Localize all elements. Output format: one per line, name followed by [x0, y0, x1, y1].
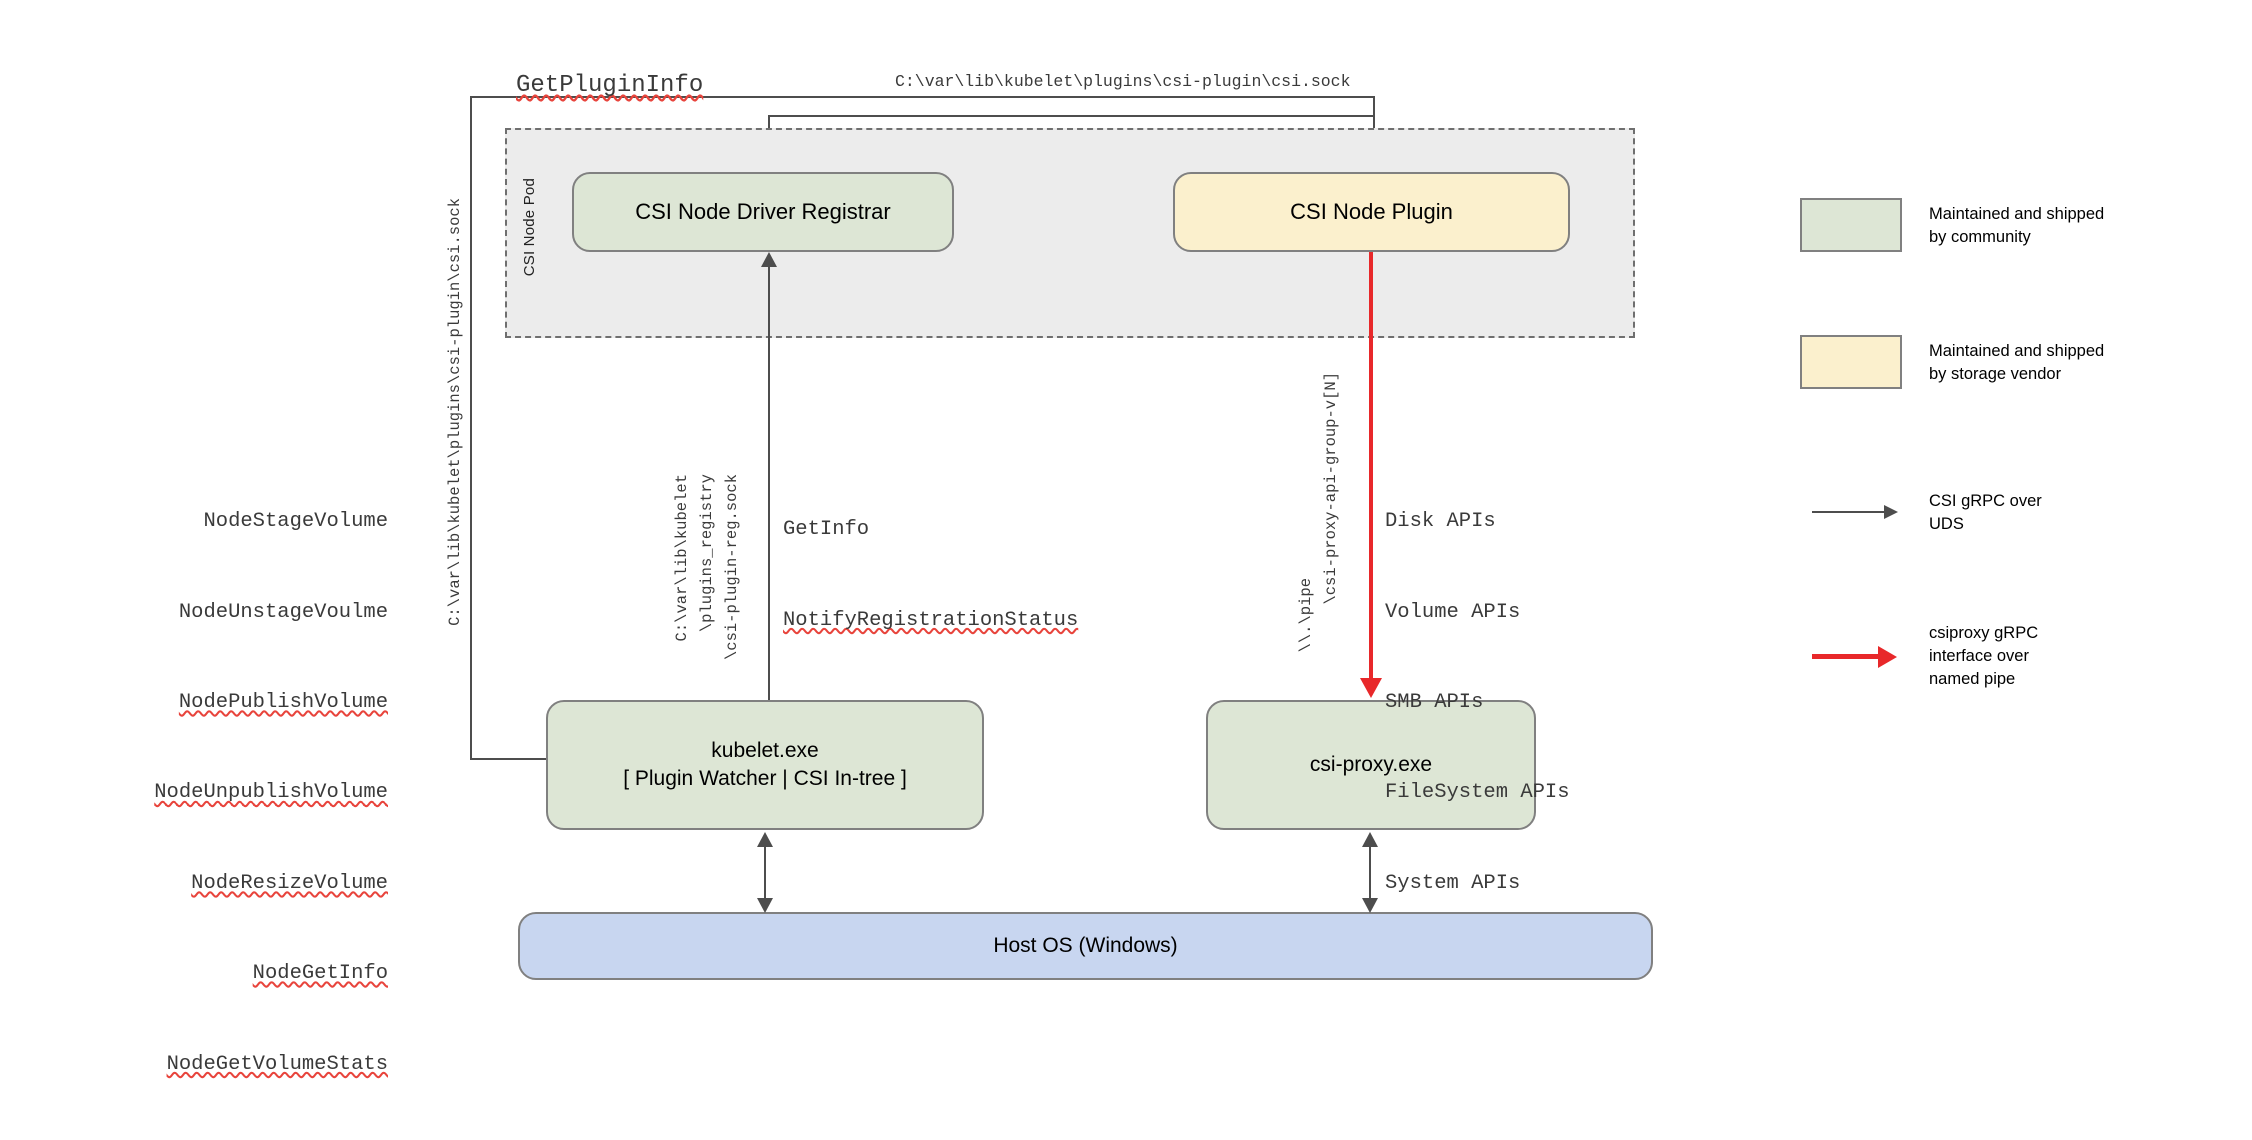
kubelet-exe-box[interactable]: kubelet.exe [ Plugin Watcher | CSI In-tr… — [546, 700, 984, 830]
legend-label-vendor-line1: Maintained and shipped — [1929, 342, 2105, 360]
legend-label-namedpipe-line2: interface over — [1929, 646, 2029, 665]
host-os-box[interactable]: Host OS (Windows) — [518, 912, 1653, 980]
getplugininfo-inner-top-line — [768, 115, 1373, 117]
registration-sock-vertical-label-2: \plugins_registry — [698, 474, 716, 633]
kubelet-host-os-arrowhead-down — [757, 898, 773, 913]
csiproxy-host-os-line — [1369, 838, 1371, 906]
host-os-label: Host OS (Windows) — [993, 933, 1178, 957]
legend-arrow-namedpipe-line — [1812, 654, 1880, 659]
legend-label-community-line1: Maintained and shipped — [1929, 205, 2105, 223]
csiproxy-named-pipe-arrowhead — [1360, 678, 1382, 698]
getplugininfo-outer-top-line — [470, 96, 1373, 98]
node-service-call-item: NodeStageVolume — [203, 510, 388, 534]
get-plugin-info-label: GetPluginInfo — [516, 72, 704, 99]
kubelet-csi-sock-vertical-label: C:\var\lib\kubelet\plugins\csi-plugin\cs… — [446, 198, 464, 626]
csi-proxy-api-item: Volume APIs — [1385, 600, 1521, 624]
kubelet-host-os-line — [764, 838, 766, 906]
kubelet-exe-title: kubelet.exe — [711, 738, 819, 762]
legend-label-namedpipe: csiproxy gRPC interface over named pipe — [1929, 622, 2038, 690]
legend-arrow-uds-head — [1884, 505, 1898, 519]
node-service-call-item: NodeGetInfo — [252, 962, 388, 986]
legend-arrow-namedpipe-head — [1878, 646, 1897, 668]
csiproxy-host-os-arrowhead-down — [1362, 898, 1378, 913]
csi-proxy-exe-box[interactable]: csi-proxy.exe — [1206, 700, 1536, 830]
node-service-call-item: NodeGetVolumeStats — [166, 1052, 388, 1076]
csi-node-driver-registrar-label: CSI Node Driver Registrar — [635, 199, 891, 225]
registration-call-getinfo: GetInfo — [783, 518, 870, 542]
csi-proxy-exe-label: csi-proxy.exe — [1309, 752, 1433, 776]
legend-label-uds: CSI gRPC over UDS — [1929, 490, 2042, 536]
node-service-call-item: NodePublishVolume — [178, 691, 388, 714]
csiproxy-named-pipe-line — [1369, 252, 1373, 680]
legend-label-community-line2: by community — [1929, 227, 2031, 246]
csi-node-plugin-label: CSI Node Plugin — [1290, 199, 1453, 225]
csi-sock-path-label: C:\var\lib\kubelet\plugins\csi-plugin\cs… — [895, 72, 1351, 91]
getplugininfo-outer-vertical-line — [470, 96, 472, 760]
legend-arrow-uds-line — [1812, 511, 1886, 513]
node-service-call-item: NodeResizeVolume — [191, 871, 388, 895]
legend-label-vendor-line2: by storage vendor — [1929, 364, 2062, 383]
kubelet-host-os-arrowhead-up — [757, 832, 773, 847]
node-service-call-item: NodeUnpublishVolume — [154, 781, 388, 805]
registration-sock-vertical-label-1: C:\var\lib\kubelet — [673, 474, 691, 642]
registration-arrowhead — [761, 252, 777, 267]
legend-label-community: Maintained and shipped by community — [1929, 203, 2104, 249]
getplugininfo-outer-bottom-line — [470, 758, 550, 760]
named-pipe-vertical-label-1: \\.\pipe — [1297, 578, 1315, 653]
registration-sock-vertical-label-3: \csi-plugin-reg.sock — [723, 474, 741, 661]
legend-label-namedpipe-line3: named pipe — [1929, 669, 2016, 688]
legend-label-namedpipe-line1: csiproxy gRPC — [1929, 624, 2039, 642]
legend-label-uds-line2: UDS — [1929, 514, 1964, 533]
csi-node-pod-label: CSI Node Pod — [521, 178, 538, 277]
csi-node-driver-registrar-box[interactable]: CSI Node Driver Registrar — [572, 172, 954, 252]
csi-proxy-api-item: SMB APIs — [1385, 691, 1484, 714]
registration-line — [768, 266, 770, 700]
registration-calls-list: GetInfo NotifyRegistrationStatus — [783, 455, 1078, 696]
csi-proxy-api-item: FileSystem APIs — [1385, 781, 1570, 805]
node-service-calls-list: NodeStageVolume NodeUnstageVoulme NodePu… — [0, 447, 388, 1140]
csi-proxy-api-list: Disk APIs Volume APIs SMB APIs FileSyste… — [1385, 447, 1570, 959]
csi-proxy-api-item: Disk APIs — [1385, 510, 1496, 534]
named-pipe-vertical-label-2: \csi-proxy-api-group-v[N] — [1322, 372, 1340, 605]
csi-proxy-api-item: System APIs — [1385, 871, 1521, 895]
legend-label-vendor: Maintained and shipped by storage vendor — [1929, 340, 2104, 386]
csiproxy-host-os-arrowhead-up — [1362, 832, 1378, 847]
node-service-call-item: NodeUnstageVoulme — [178, 600, 388, 624]
legend-swatch-community — [1800, 198, 1902, 252]
legend-swatch-vendor — [1800, 335, 1902, 389]
registration-call-notifyregistrationstatus: NotifyRegistrationStatus — [783, 608, 1079, 632]
kubelet-exe-subtitle: [ Plugin Watcher | CSI In-tree ] — [623, 767, 907, 790]
legend-label-uds-line1: CSI gRPC over — [1929, 492, 2042, 510]
csi-node-plugin-box[interactable]: CSI Node Plugin — [1173, 172, 1570, 252]
diagram-canvas: CSI Node Pod CSI Node Driver Registrar C… — [154, 72, 2104, 1076]
